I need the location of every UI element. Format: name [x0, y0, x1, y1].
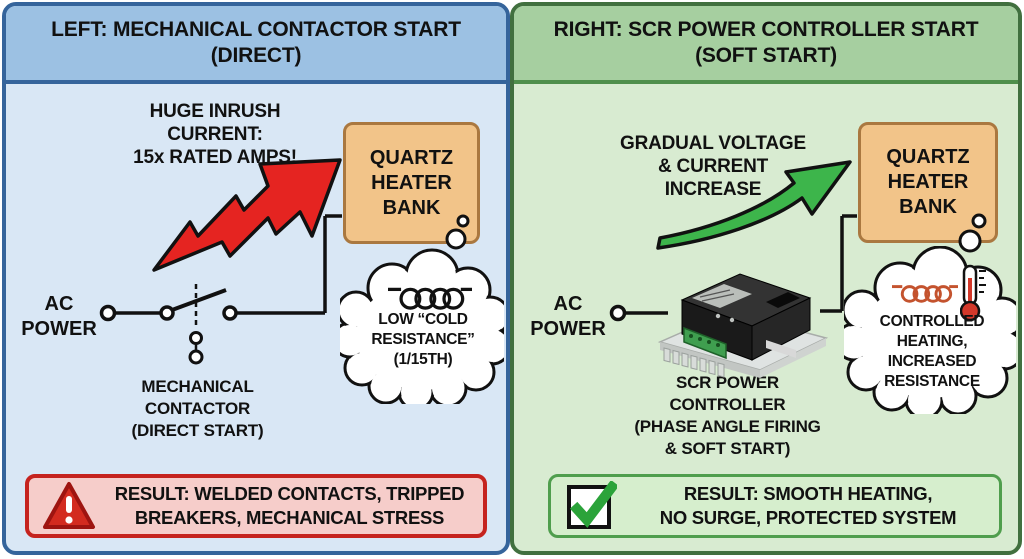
cloud-left-line1: LOW “COLD: [378, 311, 468, 328]
gradual-line3: INCREASE: [664, 179, 762, 200]
power-line-right: POWER: [530, 318, 606, 340]
ac-power-label-right: AC POWER: [522, 292, 614, 342]
thermometer-icon: [960, 264, 986, 322]
scr-label-line4: & SOFT START): [664, 439, 791, 458]
gradual-line2: & CURRENT: [657, 156, 769, 177]
left-header-line2: (DIRECT): [210, 44, 302, 67]
right-header-line2: (SOFT START): [695, 44, 837, 67]
cloud-right-line1: CONTROLLED: [879, 313, 985, 330]
result-box-right: RESULT: SMOOTH HEATING, NO SURGE, PROTEC…: [548, 474, 1002, 538]
result-box-left: RESULT: WELDED CONTACTS, TRIPPED BREAKER…: [25, 474, 487, 538]
heater-line3: BANK: [382, 196, 441, 219]
result-left-line1: RESULT: WELDED CONTACTS, TRIPPED: [114, 483, 465, 504]
result-right-line2: NO SURGE, PROTECTED SYSTEM: [659, 507, 957, 528]
scr-controller-label: SCR POWER CONTROLLER (PHASE ANGLE FIRING…: [615, 372, 840, 460]
ac-line-right: AC: [553, 293, 583, 315]
contactor-label-line2: CONTACTOR: [144, 399, 251, 418]
cloud-note-right: CONTROLLED HEATING, INCREASED RESISTANCE: [862, 312, 1002, 392]
checkbox-check-icon: [567, 481, 617, 529]
heater-r-line1: QUARTZ: [886, 146, 970, 168]
contactor-label-line3: (DIRECT START): [131, 421, 264, 440]
ac-power-label-left: AC POWER: [14, 292, 104, 342]
panel-right-header: RIGHT: SCR POWER CONTROLLER START (SOFT …: [514, 6, 1018, 84]
heater-r-line3: BANK: [899, 196, 957, 218]
inrush-line1: HUGE INRUSH: [149, 101, 281, 122]
thought-cloud-right: [844, 246, 1016, 414]
heater-line2: HEATER: [371, 171, 452, 194]
gradual-line1: GRADUAL VOLTAGE: [620, 133, 806, 154]
hot-coil-icon: [892, 285, 958, 303]
inrush-annotation: HUGE INRUSH CURRENT: 15x RATED AMPS!: [105, 100, 325, 169]
result-text-right: RESULT: SMOOTH HEATING, NO SURGE, PROTEC…: [617, 482, 999, 530]
left-header-line1: LEFT: MECHANICAL CONTACTOR START: [51, 18, 461, 41]
heater-r-line2: HEATER: [887, 171, 969, 193]
inrush-line2: CURRENT:: [167, 124, 263, 145]
coil-icon: [388, 287, 472, 310]
power-line: POWER: [21, 318, 97, 340]
cloud-note-left: LOW “COLD RESISTANCE” (1/15TH): [352, 310, 494, 370]
gradual-annotation: GRADUAL VOLTAGE & CURRENT INCREASE: [598, 132, 828, 201]
right-header-line1: RIGHT: SCR POWER CONTROLLER START: [553, 18, 979, 41]
ac-line: AC: [44, 293, 74, 315]
quartz-heater-bank-box-left: QUARTZ HEATER BANK: [343, 122, 480, 244]
scr-label-line3: (PHASE ANGLE FIRING: [634, 417, 821, 436]
scr-label-line2: CONTROLLER: [669, 395, 786, 414]
contactor-label-line1: MECHANICAL: [141, 377, 254, 396]
result-left-line2: BREAKERS, MECHANICAL STRESS: [134, 507, 445, 528]
scr-label-line1: SCR POWER: [675, 373, 780, 392]
cloud-right-line3: INCREASED: [887, 353, 977, 370]
result-right-line1: RESULT: SMOOTH HEATING,: [683, 483, 933, 504]
heater-line1: QUARTZ: [369, 146, 454, 169]
contactor-label: MECHANICAL CONTACTOR (DIRECT START): [95, 376, 300, 442]
cloud-right-line4: RESISTANCE: [884, 373, 980, 390]
warning-triangle-icon: [43, 482, 95, 529]
cloud-right-line2: HEATING,: [896, 333, 968, 350]
result-text-left: RESULT: WELDED CONTACTS, TRIPPED BREAKER…: [96, 482, 483, 530]
cloud-left-line2: RESISTANCE”: [371, 331, 475, 348]
cloud-left-line3: (1/15TH): [393, 351, 453, 368]
panel-left-header: LEFT: MECHANICAL CONTACTOR START (DIRECT…: [6, 6, 506, 84]
quartz-heater-bank-box-right: QUARTZ HEATER BANK: [858, 122, 998, 243]
inrush-line3: 15x RATED AMPS!: [133, 147, 297, 168]
